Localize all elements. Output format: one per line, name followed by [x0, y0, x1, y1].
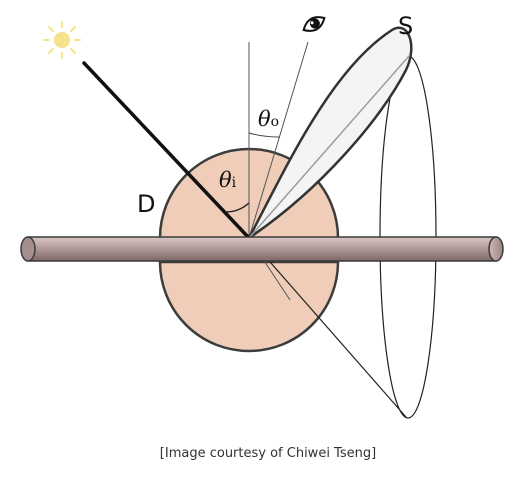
sun-icon [43, 21, 81, 59]
surface-rod [20, 236, 504, 262]
incident-ray [82, 61, 251, 240]
theta-o-label: θo [258, 107, 279, 131]
viewing-direction-line [248, 41, 309, 239]
theta-i-arc [224, 202, 250, 213]
specular-lobe [247, 26, 413, 240]
eye-icon [302, 16, 326, 32]
specular-label: S [398, 12, 413, 40]
theta-i-label: θi [219, 168, 237, 192]
diffuse-lobe-lower [158, 260, 340, 353]
theta-i-symbol: θ [219, 168, 232, 192]
image-caption: [Image courtesy of Chiwei Tseng] [160, 446, 376, 461]
theta-i-subscript: i [232, 175, 237, 191]
theta-o-symbol: θ [258, 107, 271, 131]
specular-cone-lower-edge [248, 237, 407, 418]
theta-o-arc [248, 132, 281, 138]
diffuse-label: D [137, 190, 155, 218]
theta-o-subscript: o [271, 114, 279, 130]
specular-cone-upper-edge [248, 55, 410, 239]
